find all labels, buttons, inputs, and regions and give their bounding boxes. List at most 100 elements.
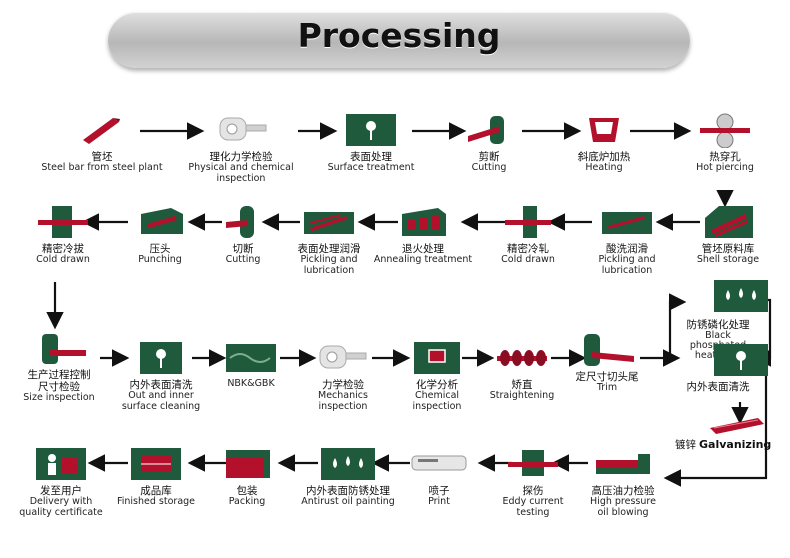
- step-surface-treatment: 表面处理 Surface treatment: [296, 112, 446, 174]
- step-label-en: Mechanics inspection: [318, 390, 368, 412]
- step-punching: 压头 Punching: [85, 204, 235, 266]
- step-nbk-gbk: NBK&GBK: [176, 340, 326, 390]
- shell-storage-icon: [699, 204, 757, 240]
- step-label-en: Annealing treatment: [373, 254, 473, 265]
- step-label-zh: 管坯原料库: [701, 243, 755, 255]
- step-label-zh: 探伤: [522, 485, 544, 497]
- galvanizing-icon: [708, 416, 766, 436]
- chemical-icon: [408, 340, 466, 376]
- step-steel-bar: 管坯 Steel bar from steel plant: [27, 112, 177, 174]
- oil-drops-icon: [319, 446, 377, 482]
- step-label-zh: 表面处理: [350, 151, 392, 163]
- pressure-icon: [594, 446, 652, 482]
- step-delivery: 发至用户 Delivery with quality certificate: [0, 446, 136, 518]
- trim-icon: [578, 332, 636, 368]
- step-label-en: Chemical inspection: [412, 390, 462, 412]
- step-label-en: Delivery with quality certificate: [19, 496, 103, 518]
- inspection-machine-icon: [212, 112, 270, 148]
- step-label-en: Hot piercing: [696, 162, 754, 173]
- furnace-box-icon: [222, 340, 280, 376]
- step-cold-roll: 精密冷轧 Cold drawn: [453, 204, 603, 266]
- drops-icon: [712, 280, 770, 316]
- page-title: Processing: [297, 16, 501, 55]
- green-box-icon: [342, 112, 400, 148]
- step-label-zh: 切断: [232, 243, 254, 255]
- step-label-zh: 管坯: [91, 151, 113, 163]
- step-mechanics-inspection: 力学检验 Mechanics inspection: [268, 340, 418, 412]
- step-label-en: NBK&GBK: [227, 378, 275, 389]
- step-label-zh: 定尺寸切头尾: [575, 371, 639, 383]
- delivery-icon: [32, 446, 90, 482]
- step-annealing: 退火处理 Annealing treatment: [348, 204, 498, 266]
- size-inspection-icon: [30, 330, 88, 366]
- step-label-en: Cutting: [225, 254, 261, 265]
- cold-drawn-icon: [34, 204, 92, 240]
- step-size-inspection: 生产过程控制 尺寸检验 Size inspection: [0, 330, 134, 404]
- step-label-zh: 退火处理: [402, 243, 444, 255]
- step-label-zh: 喷子: [428, 485, 450, 497]
- step-label-en: Print: [428, 496, 450, 507]
- step-label-en: Surface treatment: [327, 162, 415, 173]
- step-label-en: Heating: [585, 162, 623, 173]
- storage-icon: [127, 446, 185, 482]
- step-label-zh: 理化力学检验: [209, 151, 273, 163]
- step-hot-piercing: 热穿孔 Hot piercing: [650, 112, 790, 174]
- cutter-icon: [214, 204, 272, 240]
- step-label-en: Finished storage: [116, 496, 196, 507]
- step-label-zh: 热穿孔: [709, 151, 741, 163]
- cold-roll-icon: [499, 204, 557, 240]
- step-label-zh: 化学分析: [416, 379, 458, 391]
- step-surface-lubrication: 表面处理润滑 Pickling and lubrication: [254, 204, 404, 276]
- step-label-en: Size inspection: [23, 392, 95, 403]
- step-label-zh: 生产过程控制 尺寸检验: [27, 369, 91, 393]
- step-label-zh: 剪断: [478, 151, 500, 163]
- step-label-zh: 成品库: [140, 485, 172, 497]
- step-label-zh: 斜底炉加热: [577, 151, 631, 163]
- step-label-en: High pressure oil blowing: [590, 496, 656, 518]
- step-acid-pickling: 酸洗润滑 Pickling and lubrication: [552, 204, 702, 276]
- step-chemical-inspection: 化学分析 Chemical inspection: [362, 340, 512, 412]
- step-packing: 包装 Packing: [172, 446, 322, 508]
- step-label-zh: 防锈磷化处理: [686, 319, 750, 331]
- cleaning-icon: [132, 340, 190, 376]
- galvanizing-en: Galvanizing: [699, 438, 772, 451]
- step-high-pressure: 高压油力检验 High pressure oil blowing: [548, 446, 698, 518]
- step-label-en: Cold drawn: [501, 254, 555, 265]
- clean-box-icon: [712, 342, 770, 378]
- step-physical-inspection: 理化力学检验 Physical and chemical inspection: [166, 112, 316, 184]
- annealing-icon: [394, 204, 452, 240]
- step-label-en: Shell storage: [696, 254, 760, 265]
- cutting-icon: [460, 112, 518, 148]
- step-label-en: Cutting: [471, 162, 507, 173]
- title-banner: [108, 12, 690, 68]
- step-label-en: Steel bar from steel plant: [41, 162, 163, 173]
- step-label-zh: 包装: [236, 485, 258, 497]
- step-label-en: Physical and chemical inspection: [188, 162, 294, 184]
- step-surface-cleaning-side: 内外表面清洗: [656, 342, 790, 393]
- step-label-en: Pickling and lubrication: [598, 254, 656, 276]
- step-label-zh: 内外表面防锈处理: [306, 485, 390, 497]
- step-label-zh: 压头: [149, 243, 171, 255]
- step-label-zh: 精密冷轧: [507, 243, 549, 255]
- step-label-zh: 矫直: [511, 379, 533, 391]
- step-cutting-2: 切断 Cutting: [168, 204, 318, 266]
- step-label-zh: 力学检验: [322, 379, 364, 391]
- step-label-en: Straightening: [489, 390, 555, 401]
- step-finished-storage: 成品库 Finished storage: [81, 446, 231, 508]
- step-label-en: Punching: [138, 254, 182, 265]
- step-eddy-current: 探伤 Eddy current testing: [458, 446, 608, 518]
- piercing-icon: [696, 112, 754, 148]
- punching-icon: [131, 204, 189, 240]
- step-straightening: 矫直 Straightening: [447, 340, 597, 402]
- packing-icon: [218, 446, 276, 482]
- step-label-zh: 发至用户: [40, 485, 82, 497]
- furnace-icon: [575, 112, 633, 148]
- straightening-icon: [493, 340, 551, 376]
- step-label-zh: 高压油力检验: [591, 485, 655, 497]
- step-label-en: Pickling and lubrication: [300, 254, 358, 276]
- arrow: [663, 360, 768, 487]
- step-heating: 斜底炉加热 Heating: [529, 112, 679, 174]
- step-label-en: Eddy current testing: [502, 496, 564, 518]
- step-antirust: 内外表面防锈处理 Antirust oil painting: [273, 446, 423, 508]
- arrow: [668, 293, 687, 358]
